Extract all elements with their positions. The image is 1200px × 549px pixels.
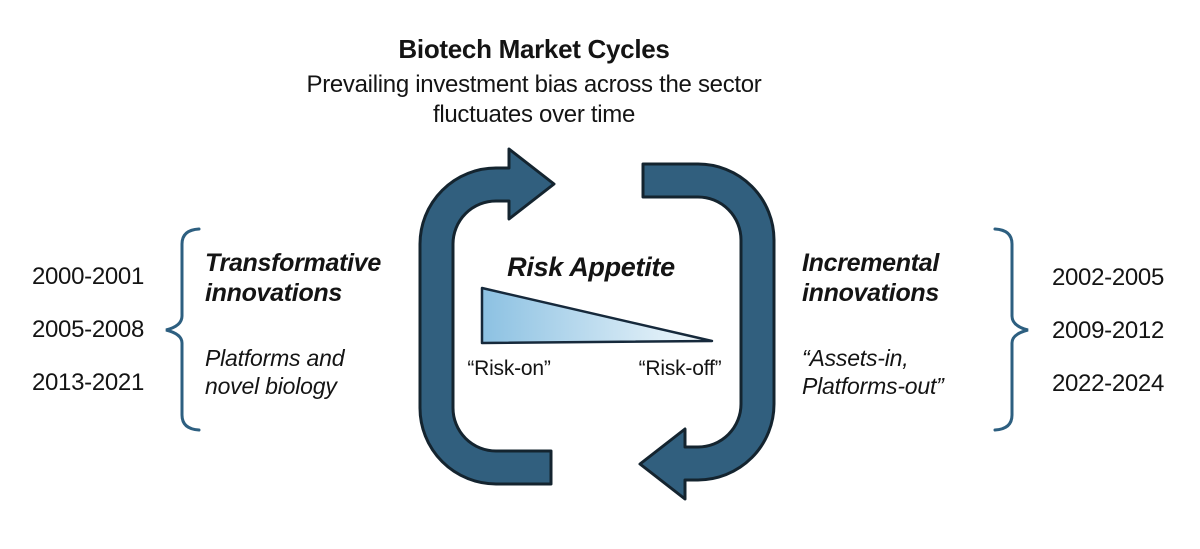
risk-appetite-title: Risk Appetite (507, 252, 675, 282)
label-line: Incremental (802, 249, 940, 277)
left-brace (165, 227, 201, 432)
cycle-arrow-up-icon (418, 147, 556, 486)
label-line: Transformative (205, 249, 381, 277)
year-range: 2013-2021 (31, 369, 145, 396)
transformative-description: Platforms and novel biology (205, 344, 435, 400)
right-year-list: 2002-2005 2009-2012 2022-2024 (1038, 263, 1178, 399)
description-line: Platforms and (205, 345, 345, 371)
year-range: 2022-2024 (1051, 370, 1165, 397)
subtitle-line-2: fluctuates over time (432, 101, 636, 128)
year-range: 2009-2012 (1051, 317, 1165, 344)
subtitle-line-1: Prevailing investment bias across the se… (306, 71, 762, 98)
incremental-description: “Assets-in, Platforms-out” (802, 344, 1042, 400)
right-brace (993, 227, 1029, 432)
page-title: Biotech Market Cycles (398, 34, 670, 64)
risk-appetite-wedge-icon (480, 286, 714, 345)
description-line: “Assets-in, (802, 345, 909, 371)
title-block: Biotech Market Cycles Prevailing investm… (134, 33, 934, 130)
year-range: 2000-2001 (31, 263, 145, 290)
year-range: 2002-2005 (1051, 264, 1165, 291)
left-year-list: 2000-2001 2005-2008 2013-2021 (18, 262, 158, 398)
risk-on-label: “Risk-on” (467, 357, 551, 380)
year-range: 2005-2008 (31, 316, 145, 343)
label-line: innovations (802, 279, 939, 307)
incremental-innovations-label: Incremental innovations (802, 248, 1032, 308)
cycle-arrow-down-icon (638, 162, 776, 501)
description-line: Platforms-out” (802, 373, 944, 399)
description-line: novel biology (205, 373, 337, 399)
transformative-innovations-label: Transformative innovations (205, 248, 435, 308)
risk-off-label: “Risk-off” (638, 357, 722, 380)
label-line: innovations (205, 279, 342, 307)
